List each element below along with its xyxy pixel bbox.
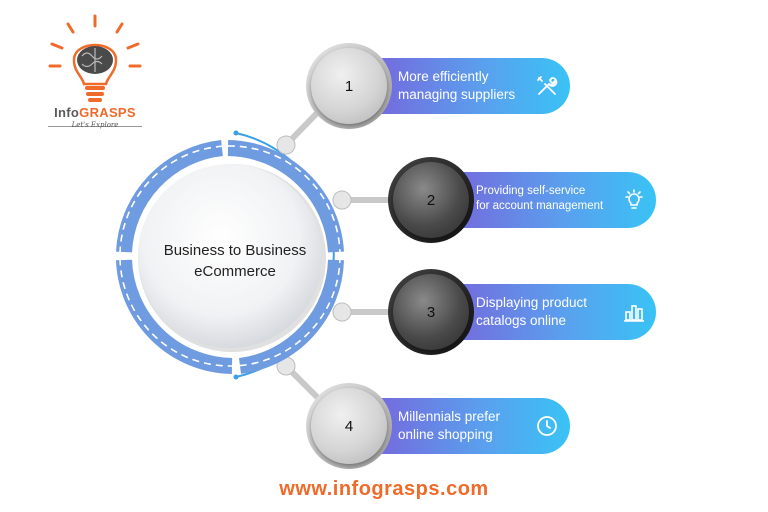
logo-divider — [48, 126, 142, 127]
logo-brain-bulb-icon — [48, 14, 142, 102]
item-4-number: 4 — [311, 388, 387, 464]
website-link[interactable]: www.infograsps.com — [279, 478, 489, 500]
logo-tagline: Let's Explore — [71, 121, 119, 129]
item-1-number: 1 — [311, 48, 387, 124]
lightbulb-icon — [620, 186, 648, 214]
center-title: Business to Business eCommerce — [163, 242, 307, 280]
logo-brand: InfoGRASPS — [54, 105, 136, 120]
item-2-number: 2 — [393, 162, 469, 238]
bar-chart-icon — [620, 298, 648, 326]
tools-icon — [533, 72, 561, 100]
item-3-number: 3 — [393, 274, 469, 350]
clock-icon — [533, 412, 561, 440]
